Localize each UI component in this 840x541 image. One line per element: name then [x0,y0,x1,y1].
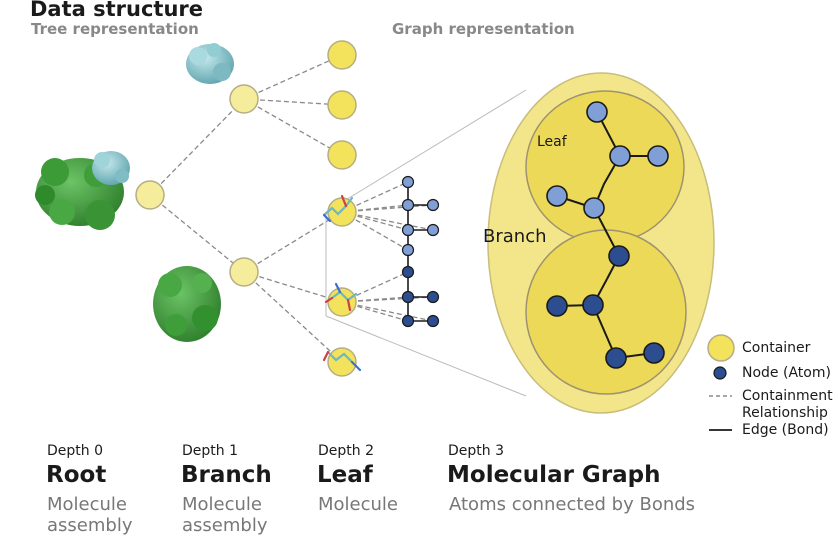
depth-2-label: Depth 2 [318,443,374,459]
depth-1-label: Depth 1 [182,443,238,459]
tree-containers [135,40,357,377]
depth-3-name: Molecular Graph [447,462,661,488]
small-graph-nodes [401,175,440,328]
leaf-container [327,140,357,170]
legend-node-label: Node (Atom) [742,365,831,381]
page-title: Data structure [30,0,204,21]
branch2-container [229,257,259,287]
leaf-inner-label: Leaf [537,134,567,150]
graph-subtitle: Graph representation [392,20,575,38]
leaf-container [327,40,357,70]
branch2-protein-icon [153,266,221,342]
legend-container-label: Container [742,340,811,356]
depth-0-desc-line2: assembly [47,515,133,536]
big-graph-nodes [546,101,669,369]
zoom-wedge [325,89,527,397]
leaf-container [327,197,357,227]
depth-1-desc-line2: assembly [182,515,268,536]
branch1-container [229,84,259,114]
leaf-container [327,90,357,120]
depth-0-name: Root [46,462,107,488]
leaf-container [327,347,357,377]
depth-0-desc-line1: Molecule [47,494,127,515]
depth-0-label: Depth 0 [47,443,103,459]
branch-inner-label: Branch [483,226,547,247]
tree-subtitle: Tree representation [31,20,199,38]
legend-node-icon [713,366,727,380]
branch1-protein-icon [186,43,234,84]
root-protein-icon [35,151,130,230]
legend-edge-label: Edge (Bond) [742,422,829,438]
depth-1-desc-line1: Molecule [182,494,262,515]
depth-2-name: Leaf [317,462,373,488]
depth-3-desc-line1: Atoms connected by Bonds [449,494,696,515]
leaf-molecule-icons [322,194,362,372]
depth-1-name: Branch [181,462,272,488]
root-container [135,180,165,210]
leaf-container [327,287,357,317]
legend-containment-label: Containment [742,388,833,404]
legend-symbols [707,334,735,431]
depth-3-label: Depth 3 [448,443,504,459]
legend-container-icon [707,334,735,362]
legend-relationship-label: Relationship [742,405,828,421]
depth-2-desc-line1: Molecule [318,494,398,515]
